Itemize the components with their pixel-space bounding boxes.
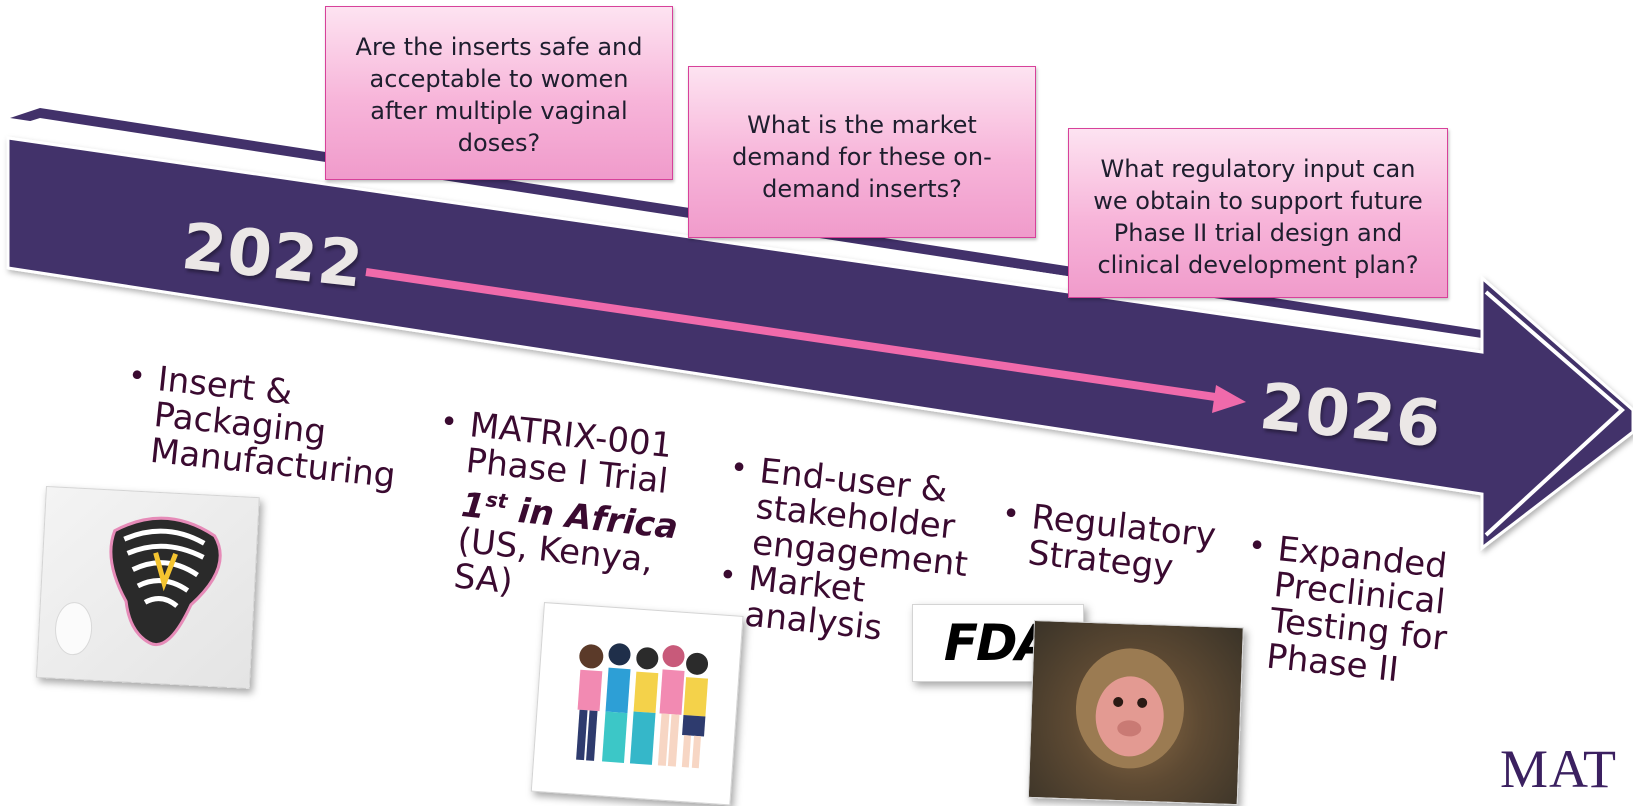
women-group-illustration bbox=[530, 602, 744, 806]
callout-market: What is the market demand for these on-d… bbox=[688, 66, 1036, 238]
macaque-photo bbox=[1027, 620, 1244, 806]
brand-wordmark: MAT bbox=[1500, 739, 1618, 799]
stage-phase1: MATRIX-001 Phase I Trial 1st in Africa (… bbox=[422, 404, 688, 617]
bullet-preclinical: Expanded Preclinical Testing for Phase I… bbox=[1235, 528, 1456, 693]
monkey-icon bbox=[1075, 648, 1184, 769]
emphasis-superscript: st bbox=[484, 487, 509, 514]
progress-line bbox=[365, 268, 1223, 402]
women-group-icon bbox=[576, 643, 709, 769]
callout-market-text: What is the market demand for these on-d… bbox=[732, 111, 992, 203]
progress-arrowhead bbox=[1212, 385, 1246, 413]
insert-product-photo bbox=[35, 486, 260, 689]
callout-regulatory-text: What regulatory input can we obtain to s… bbox=[1093, 155, 1423, 279]
bullet-phase1: MATRIX-001 Phase I Trial 1st in Africa (… bbox=[422, 404, 688, 617]
callout-safety: Are the inserts safe and acceptable to w… bbox=[325, 6, 673, 180]
callout-safety-text: Are the inserts safe and acceptable to w… bbox=[355, 33, 643, 157]
callout-regulatory: What regulatory input can we obtain to s… bbox=[1068, 128, 1448, 298]
insert-icon bbox=[55, 516, 222, 656]
stage-preclinical: Expanded Preclinical Testing for Phase I… bbox=[1235, 528, 1456, 693]
arrowhead-edge bbox=[1484, 290, 1626, 537]
arrow-body bbox=[6, 136, 1633, 552]
